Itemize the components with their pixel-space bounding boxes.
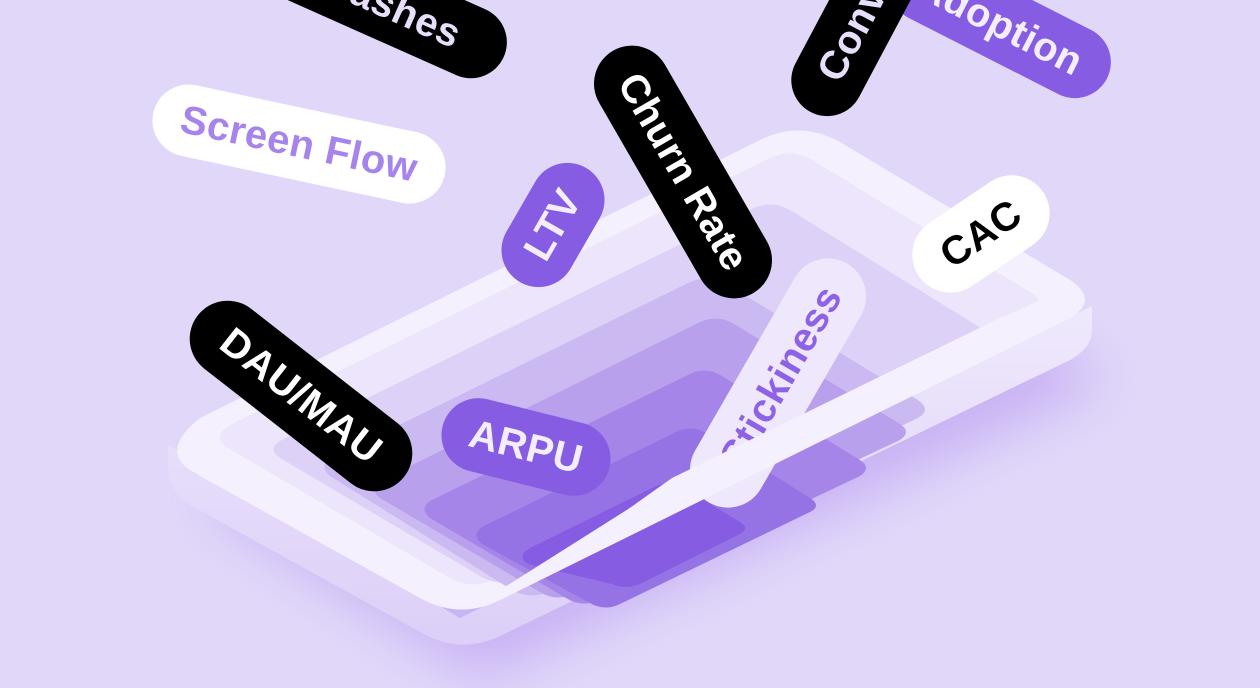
tag-arpu-label: ARPU: [464, 411, 588, 482]
